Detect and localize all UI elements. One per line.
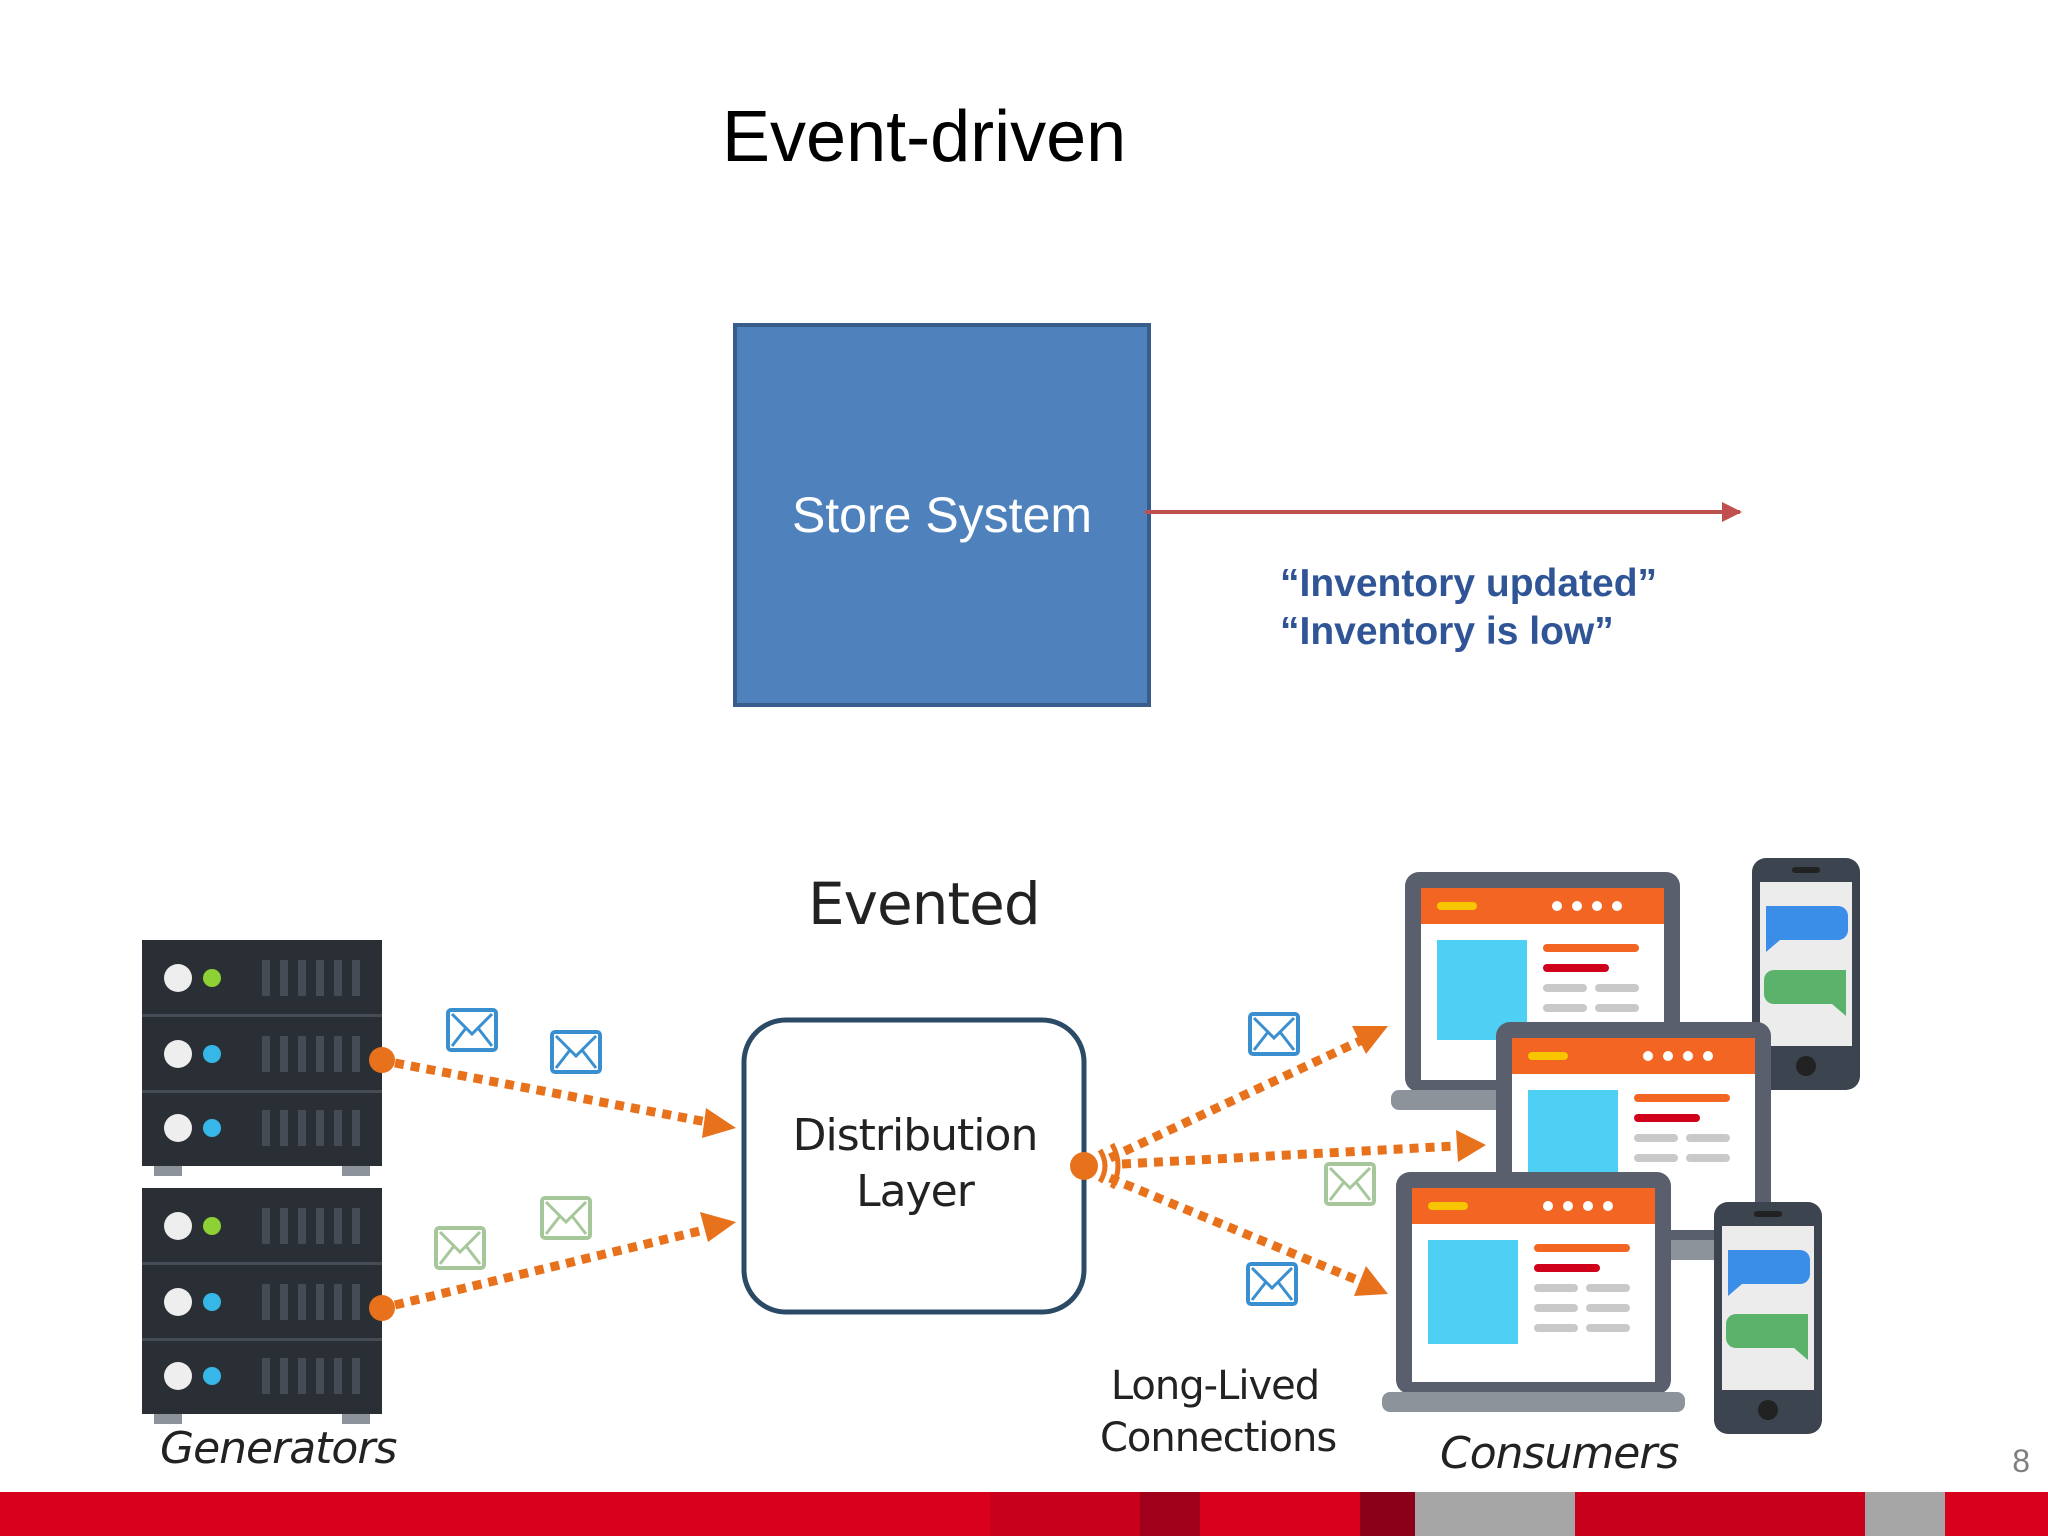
slide-title: Event-driven [722, 97, 1127, 177]
footer-bar [0, 1492, 2048, 1536]
footer-segment [0, 1492, 990, 1536]
store-system-box: Store System [733, 323, 1151, 707]
generator-arrows [369, 1047, 736, 1321]
consumer-arrows [1070, 1026, 1486, 1296]
connections-label-line2: Connections [1100, 1415, 1337, 1461]
footer-segment [1415, 1492, 1575, 1536]
footer-segment [1945, 1492, 2048, 1536]
distribution-label-line2: Layer [856, 1166, 975, 1217]
footer-segment [1200, 1492, 1360, 1536]
footer-segment [1140, 1492, 1200, 1536]
event-inventory-updated: “Inventory updated” [1280, 562, 1658, 605]
message-envelope-icon [540, 1196, 592, 1240]
consumer-phone-bottom [1714, 1202, 1822, 1434]
consumer-laptop-bottom [1382, 1172, 1685, 1412]
event-messages: “Inventory updated” “Inventory is low” [1280, 560, 1657, 656]
generators-label: Generators [160, 1423, 397, 1474]
message-envelope-icon [1324, 1162, 1376, 1206]
footer-segment [1360, 1492, 1415, 1536]
generator-server-bottom [142, 1188, 382, 1424]
message-envelope-icon [446, 1008, 498, 1052]
event-inventory-low: “Inventory is low” [1280, 610, 1614, 653]
footer-segment [1575, 1492, 1865, 1536]
store-system-label: Store System [791, 487, 1093, 543]
long-lived-connections-label: Long-Lived Connections [1100, 1360, 1337, 1464]
consumer-phone-top [1752, 858, 1860, 1090]
footer-segment [1865, 1492, 1945, 1536]
message-envelope-icon [434, 1226, 486, 1270]
generator-server-top [142, 940, 382, 1176]
message-envelope-icon [1246, 1262, 1298, 1306]
distribution-layer-label: Distribution Layer [745, 1108, 1085, 1220]
message-envelope-icon [1248, 1012, 1300, 1056]
distribution-label-line1: Distribution [792, 1110, 1039, 1161]
connections-label-line1: Long-Lived [1110, 1363, 1320, 1409]
evented-title: Evented [808, 870, 1041, 938]
message-envelope-icon [550, 1030, 602, 1074]
footer-segment [990, 1492, 1140, 1536]
consumers-label: Consumers [1440, 1428, 1679, 1479]
page-number: 8 [2012, 1443, 2030, 1479]
consumer-laptop-top [1391, 872, 1694, 1110]
